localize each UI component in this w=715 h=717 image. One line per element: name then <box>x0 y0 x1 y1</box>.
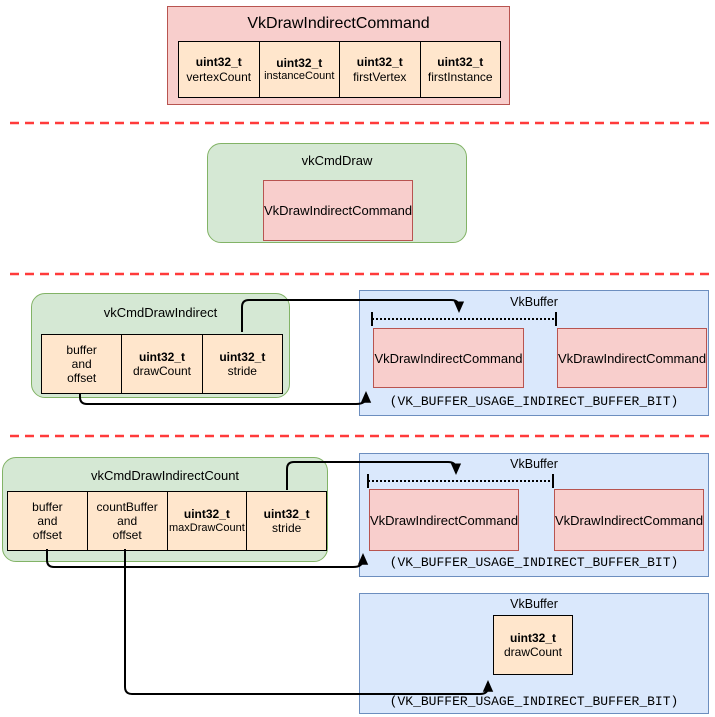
param-name: stride <box>271 521 302 535</box>
vkcmddraw-title: vkCmdDraw <box>301 153 373 168</box>
command-label: VkDrawIndirectCommand <box>374 350 523 366</box>
command-label: VkDrawIndirectCommand <box>554 512 704 528</box>
param-drawcount: uint32_t drawCount <box>121 334 203 394</box>
buffer-usage-flag: (VK_BUFFER_USAGE_INDIRECT_BUFFER_BIT) <box>389 694 679 709</box>
drawcount-field-box: uint32_t drawCount <box>493 615 573 675</box>
param-name: maxDrawCount <box>168 521 245 534</box>
field-type: uint32_t <box>509 630 556 645</box>
buffer-command-box: VkDrawIndirectCommand <box>369 489 519 551</box>
field-instancecount: uint32_t instanceCount <box>258 41 340 98</box>
param-type: uint32_t <box>219 349 266 364</box>
vkbuffer-title: VkBuffer <box>510 457 558 471</box>
buffer-command-box: VkDrawIndirectCommand <box>373 328 524 388</box>
buffer-usage-flag: (VK_BUFFER_USAGE_INDIRECT_BUFFER_BIT) <box>389 555 679 570</box>
param-maxdrawcount: uint32_t maxDrawCount <box>166 491 248 551</box>
field-firstvertex: uint32_t firstVertex <box>339 41 421 98</box>
param-name: buffer and offset <box>32 499 63 543</box>
field-type: uint32_t <box>276 55 323 70</box>
field-vertexcount: uint32_t vertexCount <box>178 41 260 98</box>
vkbuffer-count: VkBuffer uint32_t drawCount (VK_BUFFER_U… <box>359 593 709 714</box>
vkcmddrawindirect-title: vkCmdDrawIndirect <box>103 305 218 320</box>
vkbuffer-indirect-2: VkBuffer VkDrawIndirectCommand VkDrawInd… <box>359 453 709 577</box>
vkcmddrawindirect-box: vkCmdDrawIndirect buffer and offset uint… <box>31 293 290 398</box>
param-buffer-offset: buffer and offset <box>41 334 123 394</box>
param-buffer-offset: buffer and offset <box>7 491 88 551</box>
param-type: uint32_t <box>263 506 310 521</box>
field-name: firstVertex <box>353 69 407 84</box>
vkbuffer-indirect-1: VkBuffer VkDrawIndirectCommand VkDrawInd… <box>359 290 709 416</box>
field-name: drawCount <box>503 645 563 659</box>
buffer-command-box: VkDrawIndirectCommand <box>554 489 704 551</box>
vkbuffer-title: VkBuffer <box>510 295 558 309</box>
command-label: VkDrawIndirectCommand <box>263 203 413 218</box>
param-name: buffer and offset <box>66 342 97 386</box>
buffer-usage-flag: (VK_BUFFER_USAGE_INDIRECT_BUFFER_BIT) <box>389 394 679 409</box>
field-type: uint32_t <box>195 55 242 70</box>
buffer-command-box: VkDrawIndirectCommand <box>557 328 707 388</box>
vkcmddrawindirectcount-box: vkCmdDrawIndirectCount buffer and offset… <box>2 457 328 562</box>
vkcmddrawindirect-params-row: buffer and offset uint32_t drawCount uin… <box>41 334 283 394</box>
struct-title: VkDrawIndirectCommand <box>247 15 430 32</box>
param-countbuffer-offset: countBuffer and offset <box>86 491 168 551</box>
param-stride: uint32_t stride <box>201 334 283 394</box>
vkbuffer-title: VkBuffer <box>510 597 558 611</box>
param-name: countBuffer and offset <box>96 499 158 543</box>
param-type: uint32_t <box>183 507 230 522</box>
field-type: uint32_t <box>356 55 403 70</box>
param-name: drawCount <box>132 364 191 378</box>
command-label: VkDrawIndirectCommand <box>557 350 707 366</box>
vkcmddraw-box: vkCmdDraw VkDrawIndirectCommand <box>207 143 467 243</box>
command-label: VkDrawIndirectCommand <box>369 512 519 528</box>
field-name: vertexCount <box>186 69 252 84</box>
param-name: stride <box>227 364 257 378</box>
field-firstinstance: uint32_t firstInstance <box>419 41 501 98</box>
field-name: firstInstance <box>427 69 493 84</box>
struct-fields-row: uint32_t vertexCount uint32_t instanceCo… <box>178 41 501 98</box>
vkcmddraw-command-box: VkDrawIndirectCommand <box>263 180 413 241</box>
field-type: uint32_t <box>437 55 484 70</box>
struct-vkdrawindirectcommand-box: VkDrawIndirectCommand uint32_t vertexCou… <box>167 6 510 105</box>
vkcmddrawindirectcount-params-row: buffer and offset countBuffer and offset… <box>7 491 327 551</box>
field-name: instanceCount <box>264 70 335 83</box>
param-type: uint32_t <box>138 349 185 364</box>
vkcmddrawindirectcount-title: vkCmdDrawIndirectCount <box>90 468 240 483</box>
param-stride: uint32_t stride <box>246 491 327 551</box>
